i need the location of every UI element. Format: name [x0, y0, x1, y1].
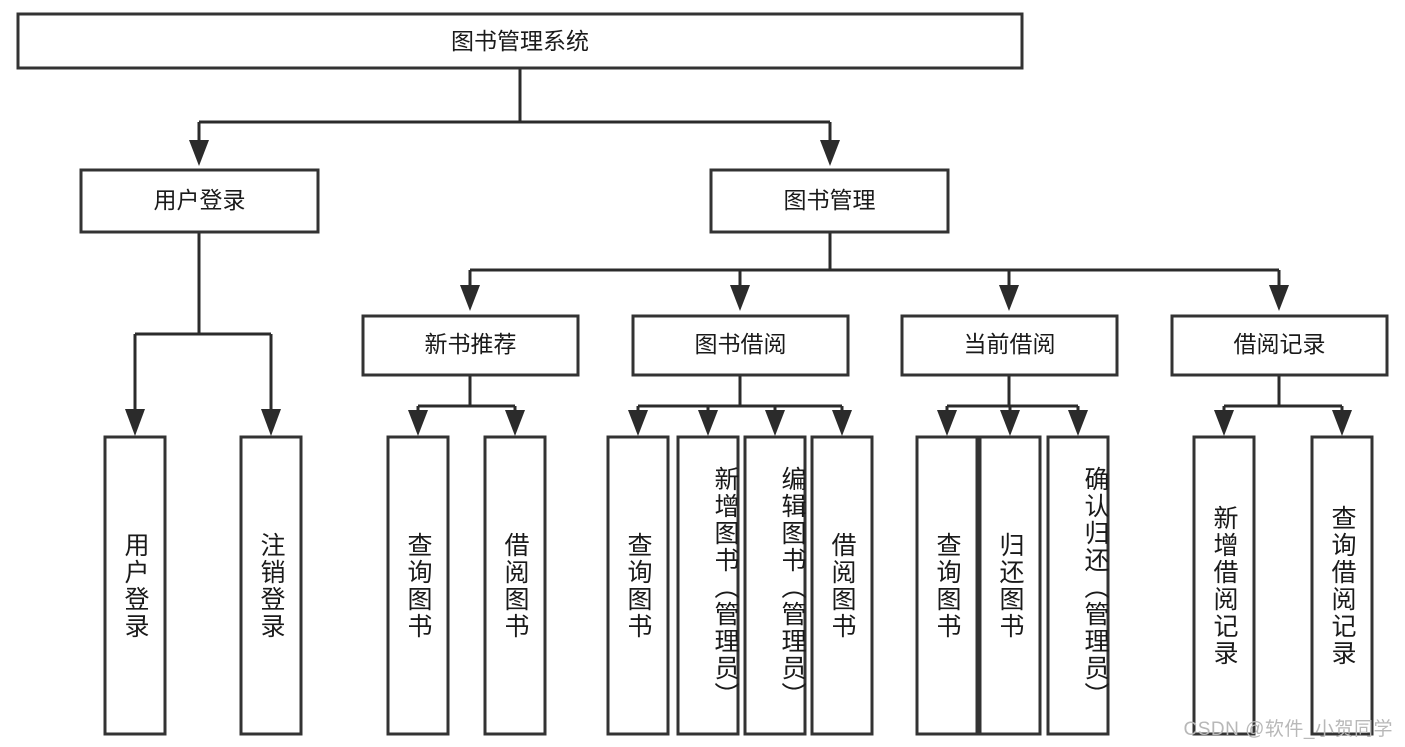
arrow-nb-leaf-1 — [408, 410, 428, 436]
leaf-box-br-query-record[interactable] — [1310, 435, 1374, 736]
node-book-borrow[interactable]: 图书借阅 — [631, 314, 850, 377]
leaf-boxes-new-book-recommend — [386, 435, 547, 736]
arrow-br-leaf-2 — [1332, 410, 1352, 436]
leaf-box-br-add-record[interactable] — [1192, 435, 1256, 736]
leaf-box-bb-add-book-admin[interactable] — [676, 435, 740, 736]
node-user-login-box — [79, 168, 320, 234]
node-root-box — [16, 12, 1024, 70]
node-book-management-box — [709, 168, 950, 234]
arrow-bm-to-book-borrow — [730, 285, 750, 311]
arrow-bm-to-borrow-record — [1269, 285, 1289, 311]
leaf-box-cb-confirm-return-admin[interactable] — [1046, 435, 1110, 736]
arrow-bb-leaf-2 — [698, 410, 718, 436]
leaf-box-user-login[interactable] — [103, 435, 167, 736]
connector-group-borrow-record — [1214, 375, 1352, 436]
node-borrow-record-box — [1170, 314, 1389, 377]
node-current-borrow-label: 当前借阅 — [964, 331, 1056, 357]
node-current-borrow[interactable]: 当前借阅 — [900, 314, 1119, 377]
node-user-login-label: 用户登录 — [154, 187, 246, 213]
connector-group-new-book — [408, 375, 525, 436]
connector-group-user-login — [125, 232, 281, 436]
arrow-bb-leaf-3 — [765, 410, 785, 436]
leaf-boxes-current-borrow — [915, 435, 1110, 736]
connector-group-current-borrow — [937, 375, 1088, 436]
leaf-box-bb-borrow-book[interactable] — [810, 435, 874, 736]
node-root-book-management-system[interactable]: 图书管理系统 — [16, 12, 1024, 70]
leaf-box-cb-return-book[interactable] — [978, 435, 1042, 736]
node-root-label: 图书管理系统 — [451, 28, 589, 54]
arrow-bb-leaf-1 — [628, 410, 648, 436]
arrow-nb-leaf-2 — [505, 410, 525, 436]
arrow-user-login-leaf-2 — [261, 409, 281, 436]
node-new-book-recommend[interactable]: 新书推荐 — [361, 314, 580, 377]
connector-group-root — [189, 68, 840, 166]
connector-group-book-borrow — [628, 375, 852, 436]
arrow-cb-leaf-1 — [937, 410, 957, 436]
leaf-box-cb-query-book[interactable] — [915, 435, 979, 736]
arrow-cb-leaf-3 — [1068, 410, 1088, 436]
arrow-bb-leaf-4 — [832, 410, 852, 436]
arrow-user-login-leaf-1 — [125, 409, 145, 436]
leaf-box-nb-borrow-book[interactable] — [483, 435, 547, 736]
leaf-box-bb-query-book[interactable] — [606, 435, 670, 736]
leaf-boxes-borrow-record — [1192, 435, 1374, 736]
arrow-root-to-user-login — [189, 140, 209, 166]
arrow-br-leaf-1 — [1214, 410, 1234, 436]
arrow-bm-to-current-borrow — [999, 285, 1019, 311]
node-user-login[interactable]: 用户登录 — [79, 168, 320, 234]
csdn-watermark: CSDN @软件_小贺同学 — [1183, 719, 1393, 740]
arrow-bm-to-new-book — [460, 285, 480, 311]
arrow-root-to-book-manage — [820, 140, 840, 166]
node-current-borrow-box — [900, 314, 1119, 377]
node-book-borrow-box — [631, 314, 850, 377]
node-book-management[interactable]: 图书管理 — [709, 168, 950, 234]
node-borrow-record[interactable]: 借阅记录 — [1170, 314, 1389, 377]
leaf-box-nb-query-book[interactable] — [386, 435, 450, 736]
arrow-cb-leaf-2 — [1000, 410, 1020, 436]
connector-group-book-manage — [460, 232, 1289, 311]
leaf-boxes-user-login — [103, 435, 303, 736]
leaf-boxes-book-borrow — [606, 435, 874, 736]
node-new-book-recommend-label: 新书推荐 — [425, 331, 517, 357]
node-borrow-record-label: 借阅记录 — [1234, 331, 1326, 357]
leaf-box-bb-edit-book-admin[interactable] — [743, 435, 807, 736]
node-book-management-label: 图书管理 — [784, 187, 876, 213]
node-book-borrow-label: 图书借阅 — [695, 331, 787, 357]
leaf-box-logout[interactable] — [239, 435, 303, 736]
node-new-book-recommend-box — [361, 314, 580, 377]
